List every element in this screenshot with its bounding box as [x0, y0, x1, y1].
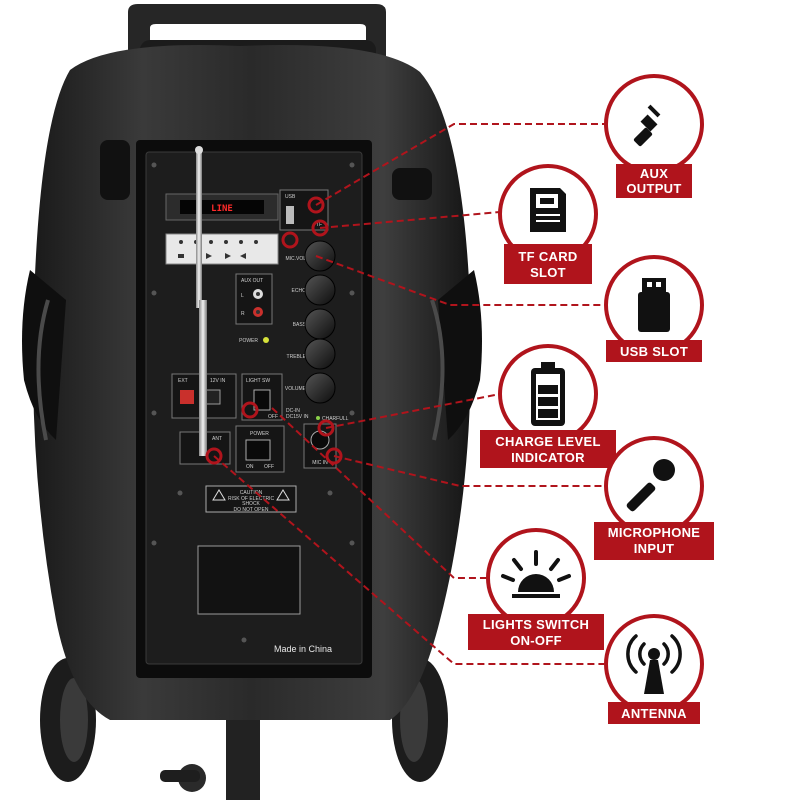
- callout-aux-output-line1: AUX: [640, 166, 668, 181]
- power-switch-label: POWER: [250, 431, 269, 437]
- callout-antenna: ANTENNA: [604, 614, 704, 724]
- antenna-icon: [626, 634, 682, 694]
- knob-label-volume: VOLUME: [285, 386, 307, 392]
- power-off-label: OFF: [264, 464, 274, 470]
- callout-aux-output-line2: OUTPUT: [626, 181, 681, 196]
- aux-l-label: L: [241, 293, 244, 299]
- tf-label: TF: [316, 222, 322, 228]
- callout-microphone-input: MICROPHONE INPUT: [594, 436, 714, 560]
- aux-r-label: R: [241, 311, 245, 317]
- knob-label-treble: TREBLE: [287, 354, 307, 360]
- callout-tf-card-slot: TF CARD SLOT: [498, 164, 598, 284]
- ext-label: EXT: [178, 378, 188, 384]
- power-switch-block: POWER ON OFF: [235, 425, 285, 473]
- lcd-text: LINE: [211, 204, 233, 214]
- sd-card-icon: [530, 188, 566, 232]
- usb-label: USB: [285, 194, 296, 200]
- callout-charge-line1: CHARGE LEVEL: [495, 434, 600, 449]
- do-not-open-text: DO NOT OPEN: [234, 507, 269, 513]
- aux-out-label: AUX OUT: [241, 278, 263, 284]
- dc12v-label: 12V IN: [210, 378, 226, 384]
- callout-mic-line1: MICROPHONE: [608, 525, 701, 540]
- aux-out-block: AUX OUT L R POWER: [235, 273, 273, 344]
- light-off-label: OFF: [268, 414, 278, 420]
- caution-label: CAUTION RISK OF ELECTRIC SHOCK DO NOT OP…: [205, 485, 297, 513]
- control-knobs: MIC.VOL ECHO BASS TREBLE VOLUME: [285, 240, 336, 404]
- battery-icon: [531, 362, 565, 426]
- battery-cover: [197, 545, 301, 615]
- mic-in-label: MIC IN: [312, 460, 328, 466]
- callout-lights-line2: ON-OFF: [510, 633, 562, 648]
- usb-drive-icon: [638, 278, 670, 332]
- caution-text: CAUTION: [240, 490, 263, 496]
- callout-tf-card-line2: SLOT: [530, 265, 566, 280]
- audio-jack-icon: [633, 104, 661, 147]
- dc-in-label: DC-IN: [286, 408, 300, 414]
- callout-markers: [205, 196, 343, 465]
- callout-tf-card-line1: TF CARD: [518, 249, 577, 264]
- callout-charge-level: CHARGE LEVEL INDICATOR: [480, 344, 616, 468]
- antenna-rod: [195, 146, 207, 456]
- charge-full-label: CHARFULL: [322, 416, 349, 422]
- mp3-display: LINE: [165, 193, 279, 221]
- caution-sub2: SHOCK: [242, 501, 260, 507]
- light-bulb-icon: [501, 550, 571, 598]
- dc-in-spec: DC15V IN: [286, 414, 309, 420]
- player-buttons: [165, 233, 279, 265]
- power-on-label: ON: [246, 464, 254, 470]
- knob-label-bass: BASS: [293, 322, 307, 328]
- callout-mic-line2: INPUT: [634, 541, 675, 556]
- callout-aux-output: AUX OUTPUT: [604, 74, 704, 198]
- callout-usb-slot: USB SLOT: [604, 255, 704, 362]
- power-led-label: POWER: [239, 338, 258, 344]
- callout-antenna-label: ANTENNA: [621, 706, 687, 721]
- callout-lights-line1: LIGHTS SWITCH: [483, 617, 589, 632]
- ant-label: ANT: [212, 436, 222, 442]
- microphone-icon: [626, 459, 675, 512]
- knob-label-mic-vol: MIC.VOL: [285, 256, 306, 262]
- knob-label-echo: ECHO: [292, 288, 307, 294]
- callout-lights-switch: LIGHTS SWITCH ON-OFF: [468, 528, 604, 650]
- callout-usb-slot-label: USB SLOT: [620, 344, 688, 359]
- made-in-text: Made in China: [274, 644, 332, 654]
- light-sw-label: LIGHT SW: [246, 378, 270, 384]
- callout-charge-line2: INDICATOR: [511, 450, 585, 465]
- callout-connectors: [213, 123, 604, 665]
- caution-sub1: RISK OF ELECTRIC: [228, 496, 275, 502]
